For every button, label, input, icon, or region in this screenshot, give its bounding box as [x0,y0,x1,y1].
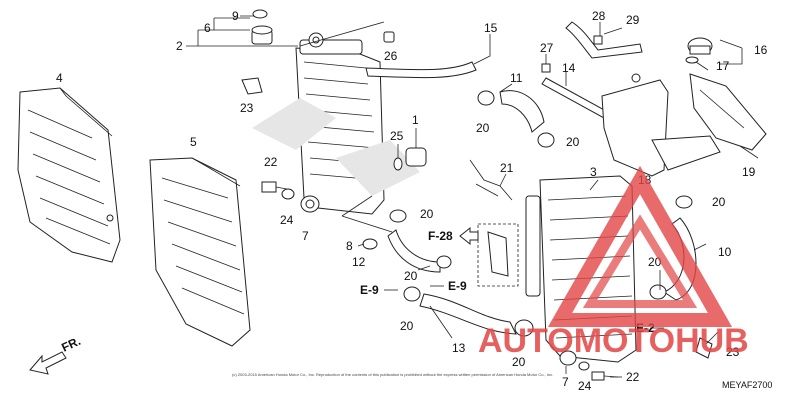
callout-11: 11 [510,71,523,85]
callout-10: 10 [718,245,732,259]
clip-27 [541,63,551,73]
dotted-logo-shape [252,98,420,196]
ref-e9-left: E-9 [360,283,379,297]
callout-7: 7 [562,375,569,389]
callout-13: 13 [452,341,466,355]
bracket-f28-detail [477,223,519,287]
diagram-code: MEYAF2700 [722,380,772,390]
callout-5: 5 [190,135,197,149]
clip-26 [383,31,395,43]
reservoir-cap-16 [685,37,713,64]
hose-29 [565,21,643,59]
callout-20: 20 [566,135,580,149]
ref-e9-right: E-9 [448,279,467,293]
callout-24: 24 [578,379,592,393]
callout-4: 4 [56,71,63,85]
collar-24-right [578,361,590,371]
callout-28: 28 [592,9,606,23]
callout-27: 27 [540,41,554,55]
copyright-text: (c) 2003-2015 American Honda Motor Co., … [232,372,553,377]
pipe-14 [541,77,609,119]
callout-20: 20 [712,195,726,209]
callout-9: 9 [232,9,239,23]
callout-7: 7 [302,229,309,243]
callout-20: 20 [420,207,434,221]
callout-26: 26 [384,49,398,63]
radiator-cap-left [251,9,273,45]
collar-24-left [281,188,295,200]
leader-lines [186,15,759,378]
bracket-21 [469,159,513,201]
heat-plate [651,135,721,171]
grommet-7-right [559,350,577,366]
grommet-1 [405,147,427,167]
watermark-logo: AUTOMOTOHUB [478,165,749,360]
hose-10 [649,195,697,301]
callout-20: 20 [476,121,490,135]
callout-21: 21 [500,161,514,175]
reservoir-tank [601,73,669,177]
callout-19: 19 [742,165,756,179]
callout-20: 20 [512,355,526,369]
callout-12: 12 [352,255,366,269]
front-direction-arrow: FR. [29,334,83,375]
callout-23: 23 [726,345,740,359]
bolt-8 [362,238,378,250]
callout-8: 8 [346,239,353,253]
radiator-grille-left [149,157,251,347]
callout-15: 15 [484,21,498,35]
bracket-23-left [241,77,263,95]
hose-13 [403,286,534,337]
callout-20: 20 [400,319,414,333]
callout-20: 20 [404,269,418,283]
callout-23: 23 [240,101,254,115]
callout-1: 1 [412,113,419,127]
hose-12 [387,209,452,273]
callout-24: 24 [280,213,294,227]
direction-label: FR. [59,334,82,355]
callout-6: 6 [204,21,211,35]
ref-f28: F-28 [428,229,453,243]
callout-3: 3 [590,165,597,179]
watermark-text: AUTOMOTOHUB [478,322,749,360]
bolt-22-right [591,371,619,381]
callout-17: 17 [716,59,730,73]
callout-16: 16 [754,43,768,57]
callout-22: 22 [626,370,640,384]
callout-25: 25 [390,129,404,143]
radiator-shroud-left [17,87,121,263]
washer-25 [393,157,403,171]
callout-2: 2 [176,39,183,53]
grommet-7-left [300,195,320,213]
callout-14: 14 [562,61,576,75]
hose-15 [365,61,477,79]
reservoir-guard-19 [689,73,767,151]
hose-11 [477,90,555,148]
callout-22: 22 [264,155,278,169]
callout-29: 29 [626,13,640,27]
